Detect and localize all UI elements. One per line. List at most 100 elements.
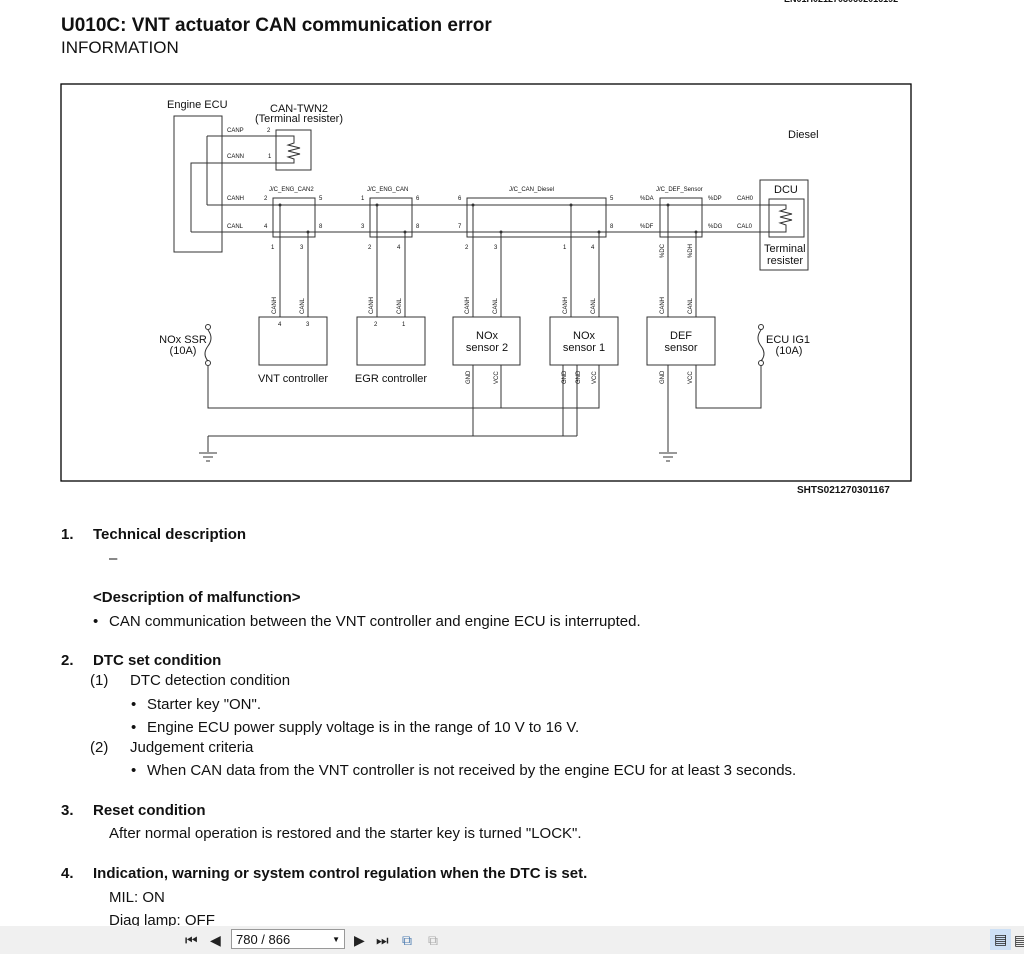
previous-page-button[interactable]: ◀ [210,932,221,948]
svg-text:NOx: NOx [573,330,596,342]
svg-text:2: 2 [374,322,378,328]
svg-text:CAH0: CAH0 [737,196,754,202]
svg-text:CAL0: CAL0 [737,224,753,230]
ecu-ig1-fuse [757,329,765,362]
first-page-button[interactable]: ⏮ [185,932,198,948]
svg-text:%DG: %DG [708,224,723,230]
svg-text:CANP: CANP [227,128,244,134]
svg-text:4: 4 [397,245,401,251]
figure-id: SHTS021270301167 [797,485,890,496]
svg-text:sensor: sensor [664,342,697,354]
wiring-diagram: Engine ECU CAN-TWN2 (Terminal resister) … [60,83,912,482]
svg-text:CANH: CANH [563,297,569,314]
svg-text:%DH: %DH [688,244,694,258]
svg-text:VCC: VCC [494,371,500,384]
svg-text:3: 3 [306,322,310,328]
svg-text:2: 2 [264,196,268,202]
svg-text:GND: GND [466,370,472,384]
can-bus-wires [191,204,769,233]
svg-text:CANH: CANH [660,297,666,314]
svg-text:2: 2 [267,128,271,134]
svg-text:GND: GND [576,370,582,384]
svg-text:(10A): (10A) [170,345,197,357]
svg-text:1: 1 [563,245,567,251]
svg-text:1: 1 [271,245,275,251]
svg-text:5: 5 [319,196,323,202]
ground-icon [199,452,677,462]
svg-text:1: 1 [402,322,406,328]
svg-text:J/C_CAN_Diesel: J/C_CAN_Diesel [509,187,554,193]
svg-text:CANL: CANL [397,297,403,314]
svg-text:4: 4 [591,245,595,251]
svg-text:NOx: NOx [476,330,499,342]
svg-text:VNT controller: VNT controller [258,373,328,385]
copy-page-icon[interactable]: ⧉ [402,932,412,948]
egr-controller-box [356,316,426,366]
svg-text:NOx SSR: NOx SSR [159,334,207,346]
svg-text:5: 5 [610,196,614,202]
dcu-box [759,179,809,271]
last-page-button[interactable]: ⏭ [376,932,389,948]
svg-text:CANL: CANL [493,297,499,314]
svg-text:J/C_ENG_CAN2: J/C_ENG_CAN2 [269,187,314,193]
document-id: EN01H02127030602016192 [784,0,898,4]
svg-text:CANL: CANL [688,297,694,314]
svg-text:DCU: DCU [774,184,798,196]
svg-text:8: 8 [610,224,614,230]
svg-text:Terminal: Terminal [764,243,806,255]
svg-text:3: 3 [494,245,498,251]
svg-text:sensor 2: sensor 2 [466,342,508,354]
page-subtitle: INFORMATION [61,38,179,57]
svg-text:2: 2 [368,245,372,251]
next-page-button[interactable]: ▶ [354,932,365,948]
svg-text:Diesel: Diesel [788,129,819,141]
nox-ssr-fuse [204,329,212,362]
drop-wires [279,205,697,317]
svg-text:3: 3 [300,245,304,251]
svg-text:CANH: CANH [369,297,375,314]
def-sensor-box [646,316,716,366]
svg-text:GND: GND [562,370,568,384]
svg-text:VCC: VCC [592,371,598,384]
single-page-view-icon[interactable]: ▤ [990,929,1012,950]
svg-text:(10A): (10A) [776,345,803,357]
page-number-select[interactable]: 780 / 866▼ [231,929,345,949]
twn-sub-label: (Terminal resister) [255,113,343,125]
svg-text:CANH: CANH [272,297,278,314]
twn-wires [190,135,301,232]
svg-text:%DP: %DP [708,196,722,202]
twn-label: CAN-TWN2 [270,103,328,115]
page-title: U010C: VNT actuator CAN communication er… [61,15,492,36]
chevron-down-icon: ▼ [332,935,340,944]
svg-text:J/C_DEF_Sensor: J/C_DEF_Sensor [656,187,703,193]
pdf-toolbar: ⏮ ◀ 780 / 866▼ ▶ ⏭ ⧉ ⧉ ▤ ▤ [0,926,1024,954]
nox-sensor-2-box [452,316,521,366]
svg-text:CANH: CANH [227,196,244,202]
svg-text:sensor 1: sensor 1 [563,342,605,354]
svg-text:7: 7 [458,224,462,230]
engine-ecu-box [173,115,223,253]
svg-text:CANN: CANN [227,154,244,160]
svg-text:CANL: CANL [300,297,306,314]
svg-text:3: 3 [361,224,365,230]
svg-text:8: 8 [319,224,323,230]
svg-text:6: 6 [416,196,420,202]
continuous-view-icon[interactable]: ▤ [1014,932,1024,948]
svg-text:CANL: CANL [227,224,244,230]
twn-box [275,129,312,171]
svg-text:CANH: CANH [465,297,471,314]
engine-ecu-label: Engine ECU [167,99,228,111]
svg-text:4: 4 [264,224,268,230]
svg-text:%DC: %DC [660,243,666,258]
svg-text:resister: resister [767,255,803,267]
paste-page-icon[interactable]: ⧉ [428,932,438,948]
svg-text:J/C_ENG_CAN: J/C_ENG_CAN [367,187,408,193]
svg-text:EGR controller: EGR controller [355,373,427,385]
vnt-controller-box [258,316,328,366]
svg-text:6: 6 [458,196,462,202]
svg-text:%DF: %DF [640,224,654,230]
svg-text:8: 8 [416,224,420,230]
svg-text:4: 4 [278,322,282,328]
svg-text:VCC: VCC [688,371,694,384]
svg-text:GND: GND [660,370,666,384]
